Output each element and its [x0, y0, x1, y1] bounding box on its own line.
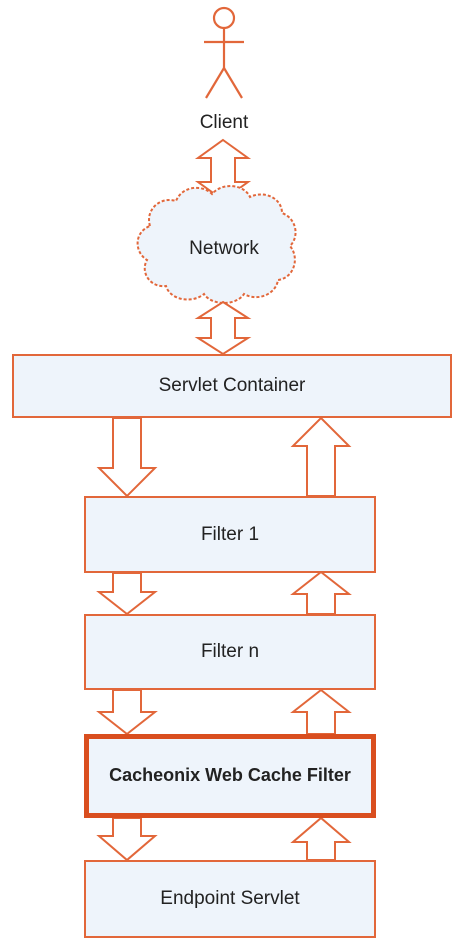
network-cloud-icon	[136, 185, 297, 304]
request-arrow-4	[96, 817, 158, 862]
client-actor-icon	[204, 6, 244, 99]
request-arrow-1	[96, 417, 158, 498]
cache-filter-box: Cacheonix Web Cache Filter	[84, 734, 376, 818]
response-arrow-2	[290, 570, 352, 615]
servlet-container-box: Servlet Container	[12, 354, 452, 418]
request-arrow-3	[96, 689, 158, 736]
response-arrow-3	[290, 688, 352, 735]
network-label: Network	[189, 238, 259, 259]
client-label: Client	[199, 112, 249, 133]
network-container-arrow	[194, 300, 252, 356]
endpoint-servlet-box: Endpoint Servlet	[84, 860, 376, 938]
response-arrow-4	[290, 816, 352, 861]
request-arrow-2	[96, 572, 158, 616]
response-arrow-1	[290, 416, 352, 497]
filter-1-box: Filter 1	[84, 496, 376, 573]
filter-n-box: Filter n	[84, 614, 376, 690]
